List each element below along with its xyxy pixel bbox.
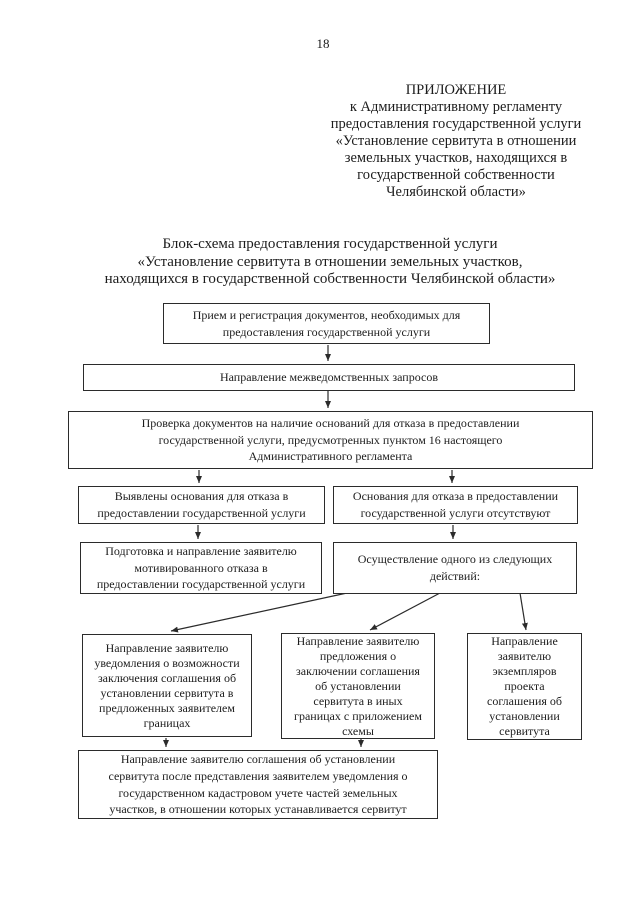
- flow-box-interagency-requests: Направление межведомственных запросов: [83, 364, 575, 391]
- flow-box-offer-other-boundaries: Направление заявителю предложения о закл…: [281, 633, 435, 739]
- flow-box-notice-proposed-boundaries: Направление заявителю уведомления о возм…: [82, 634, 252, 737]
- flow-box-draft-agreement-copies: Направление заявителю экземпляров проект…: [467, 633, 582, 740]
- page-number: 18: [316, 36, 330, 51]
- flow-box-no-refusal-grounds: Основания для отказа в предоставлении го…: [333, 486, 578, 524]
- flow-box-refusal-grounds-found: Выявлены основания для отказа в предоста…: [78, 486, 325, 524]
- flow-box-one-of-actions: Осуществление одного из следующих действ…: [333, 542, 577, 594]
- flow-box-document-check: Проверка документов на наличие оснований…: [68, 411, 593, 469]
- flow-box-motivated-refusal: Подготовка и направление заявителю мотив…: [80, 542, 322, 594]
- flowchart-title: Блок-схема предоставления государственно…: [104, 236, 556, 287]
- flow-box-final-agreement: Направление заявителю соглашения об уста…: [78, 750, 438, 819]
- flow-box-reception: Прием и регистрация документов, необходи…: [163, 303, 490, 344]
- appendix-heading: ПРИЛОЖЕНИЕ к Административному регламент…: [330, 82, 582, 200]
- arrow-actions-to-offer-other: [369, 592, 441, 631]
- arrow-actions-to-notice-proposed: [170, 592, 348, 633]
- arrow-actions-to-draft-copies: [519, 592, 528, 631]
